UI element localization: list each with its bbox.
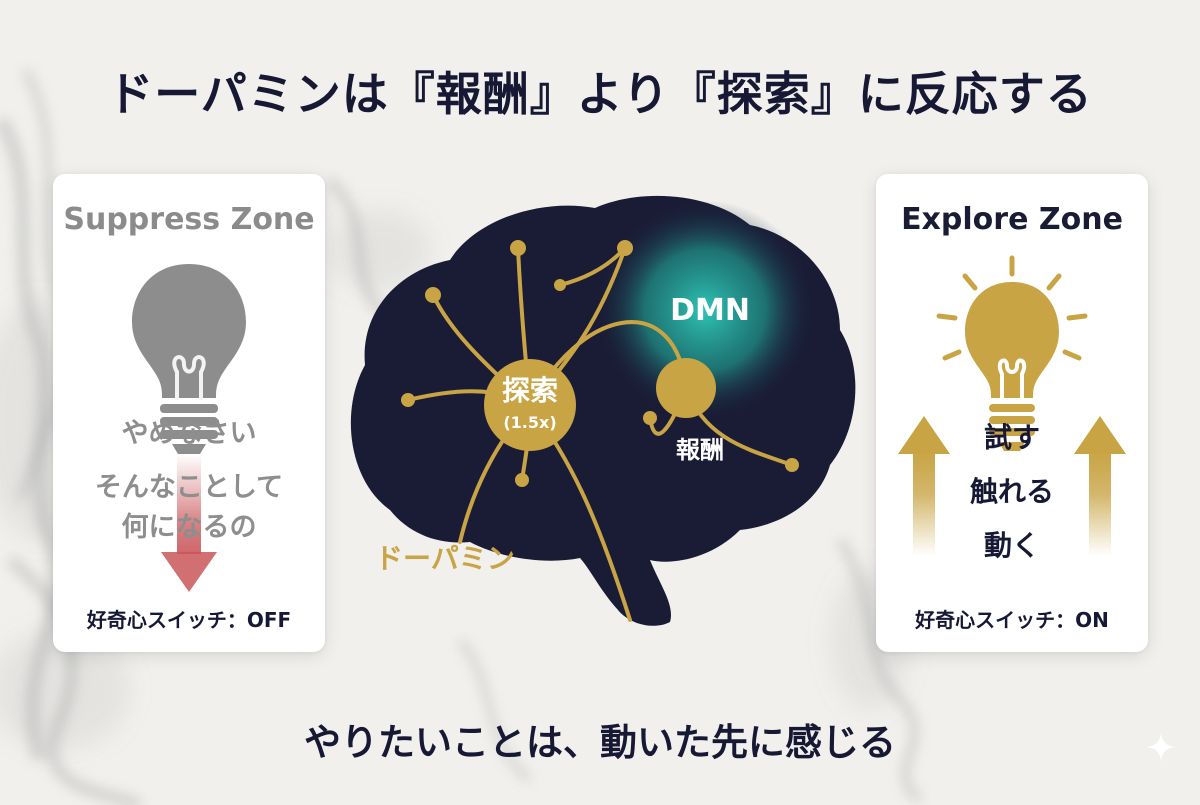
lightbulb-off-icon bbox=[132, 264, 246, 454]
dopamine-label: ドーパミン bbox=[375, 542, 515, 575]
lightbulb-on-icon bbox=[936, 255, 1088, 451]
suppress-phrase-1: やめなさい bbox=[121, 418, 257, 449]
action-move: 動く bbox=[983, 529, 1040, 562]
sparkle-icon bbox=[1146, 732, 1176, 762]
explore-zone-card: Explore Zone 試す bbox=[876, 174, 1148, 652]
dmn-label: DMN bbox=[670, 293, 750, 328]
reward-node bbox=[656, 358, 716, 418]
brain-diagram: 探索 (1.5x) 報酬 DMN ドーパミン bbox=[350, 195, 856, 626]
explore-node bbox=[484, 359, 576, 451]
reward-label: 報酬 bbox=[676, 436, 724, 464]
suppress-zone-card: Suppress Zone やめなさい そんなことして 何になるの 好奇心スイッ… bbox=[53, 174, 325, 652]
arrow-up-icon bbox=[1074, 416, 1126, 556]
curiosity-switch-off: 好奇心スイッチ：OFF bbox=[86, 608, 292, 632]
explore-multiplier: (1.5x) bbox=[503, 413, 556, 432]
footer-message: やりたいことは、動いた先に感じる bbox=[304, 721, 896, 764]
suppress-phrase-2: そんなことして bbox=[94, 472, 284, 503]
arrow-down-icon bbox=[161, 454, 217, 592]
explore-label: 探索 bbox=[502, 374, 558, 407]
suppress-phrase-3: 何になるの bbox=[121, 512, 257, 543]
arrow-up-icon bbox=[898, 416, 950, 556]
page-title: ドーパミンは『報酬』より『探索』に反応する bbox=[107, 67, 1093, 121]
action-touch: 触れる bbox=[969, 475, 1054, 508]
suppress-zone-title: Suppress Zone bbox=[63, 202, 315, 237]
action-try: 試す bbox=[983, 421, 1040, 454]
curiosity-switch-on: 好奇心スイッチ：ON bbox=[915, 608, 1109, 632]
explore-zone-title: Explore Zone bbox=[901, 202, 1123, 237]
